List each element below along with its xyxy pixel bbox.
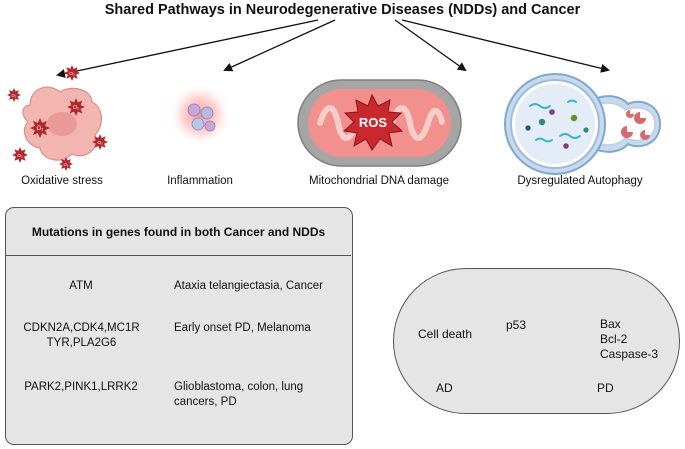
radical-label: O₂ — [73, 105, 79, 111]
immune-cell — [200, 106, 214, 120]
pd-label: PD — [597, 381, 614, 395]
table-header: Mutations in genes found in both Cancer … — [6, 208, 351, 256]
p53-label: p53 — [506, 318, 527, 332]
arrow-to-mitochondria — [394, 19, 467, 72]
radical-label: O₂ — [17, 153, 23, 159]
oxygen-radical — [30, 118, 50, 138]
caption-mitochondrial-dna-damage: Mitochondrial DNA damage — [309, 175, 449, 187]
oxidative-stress-cell — [22, 86, 102, 161]
cell-death-label: Cell death — [418, 327, 473, 341]
table-row-3-diseases: Glioblastoma, colon, lung cancers, PD — [174, 381, 304, 408]
radical-label: O₂ — [97, 140, 103, 146]
oxygen-radical — [64, 65, 80, 81]
immune-cell — [204, 120, 216, 132]
caspase3-label: Caspase-3 — [600, 347, 659, 361]
ros-burst — [342, 93, 404, 151]
arrow-to-autophagy — [401, 19, 610, 73]
table-row-2-diseases: Early onset PD, Melanoma — [174, 322, 311, 334]
radical-label: O₂ — [37, 126, 45, 132]
immune-cell — [191, 117, 205, 131]
oxygen-radicals: O₂ O₂ O₂ O₂ O₂ O₂ O₂ — [7, 65, 108, 171]
autophagosome — [504, 73, 662, 175]
ros-label: ROS — [359, 115, 388, 130]
radical-label: O₂ — [69, 71, 75, 77]
bax-label: Bax — [600, 317, 621, 331]
table-row-1-genes: ATM — [69, 280, 93, 292]
oxygen-radical — [12, 147, 28, 163]
caption-dysregulated-autophagy: Dysregulated Autophagy — [517, 175, 643, 187]
radical-label: O₂ — [64, 162, 69, 167]
mutations-table: Mutations in genes found in both Cancer … — [5, 207, 353, 445]
mitochondrion: ROS — [297, 79, 462, 167]
inflammation-cells — [168, 83, 232, 147]
oxygen-radical — [67, 98, 85, 116]
figure-title: Shared Pathways in Neurodegenerative Dis… — [104, 2, 581, 18]
cargo — [529, 99, 581, 143]
ad-label: AD — [436, 381, 453, 395]
radical-label: O₂ — [12, 93, 17, 98]
oxygen-radical — [7, 88, 21, 102]
p53-panel — [393, 268, 680, 414]
caption-inflammation: Inflammation — [167, 175, 233, 187]
lysosome-enzymes — [621, 110, 650, 140]
title-arrows — [56, 19, 610, 78]
immune-cell — [187, 103, 201, 117]
table-row-1-diseases: Ataxia telangiectasia, Cancer — [174, 280, 323, 292]
caption-oxidative-stress: Oxidative stress — [21, 175, 103, 187]
cell-nucleus — [47, 112, 77, 136]
table-row-2-genes: CDKN2A,CDK4,MC1R TYR,PLA2G6 — [23, 322, 140, 349]
oxygen-radical — [59, 157, 73, 171]
table-row-3-genes: PARK2,PINK1,LRRK2 — [24, 381, 138, 393]
oxygen-radical — [92, 134, 108, 150]
arrow-to-inflammation — [223, 19, 336, 72]
arrow-to-oxidative-stress — [56, 19, 319, 78]
bcl2-label: Bcl-2 — [600, 332, 628, 346]
